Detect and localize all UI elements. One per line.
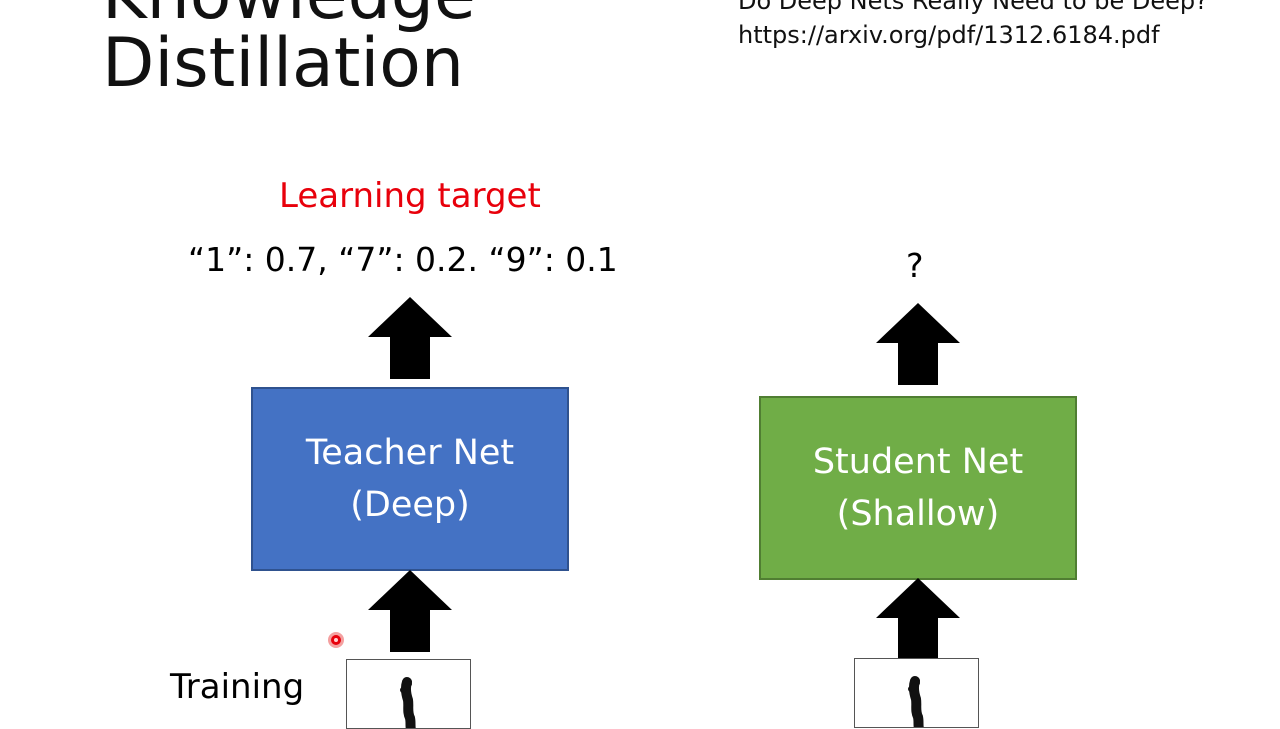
arrow-up-icon	[368, 297, 452, 379]
teacher-net-type: (Deep)	[350, 485, 470, 525]
arrow-up-icon	[876, 578, 960, 660]
laser-pointer-icon	[328, 632, 344, 648]
reference-paper-url: https://arxiv.org/pdf/1312.6184.pdf	[738, 21, 1160, 49]
arrow-up-icon	[368, 570, 452, 652]
slide-title-line-2: Distillation	[102, 24, 464, 103]
student-net-box: Student Net (Shallow)	[759, 396, 1077, 580]
arrow-up-icon	[876, 303, 960, 385]
learning-target-label: Learning target	[279, 176, 541, 216]
teacher-net-box: Teacher Net (Deep)	[251, 387, 569, 571]
slide-title-line-1: Knowledge	[102, 0, 476, 30]
handwritten-digit-1-image	[400, 677, 416, 728]
student-output-unknown: ?	[906, 246, 924, 285]
handwritten-digit-image	[346, 659, 471, 729]
student-net-name: Student Net	[812, 442, 1024, 482]
teacher-net-name: Teacher Net	[305, 433, 515, 473]
training-data-label: Training	[170, 667, 305, 707]
learning-target-values: “1”: 0.7, “7”: 0.2. “9”: 0.1	[188, 240, 618, 279]
student-net-type: (Shallow)	[836, 494, 1000, 534]
handwritten-digit-1-image	[908, 676, 924, 727]
handwritten-digit-image	[854, 658, 979, 728]
reference-paper-title: Do Deep Nets Really Need to be Deep?	[738, 0, 1208, 15]
